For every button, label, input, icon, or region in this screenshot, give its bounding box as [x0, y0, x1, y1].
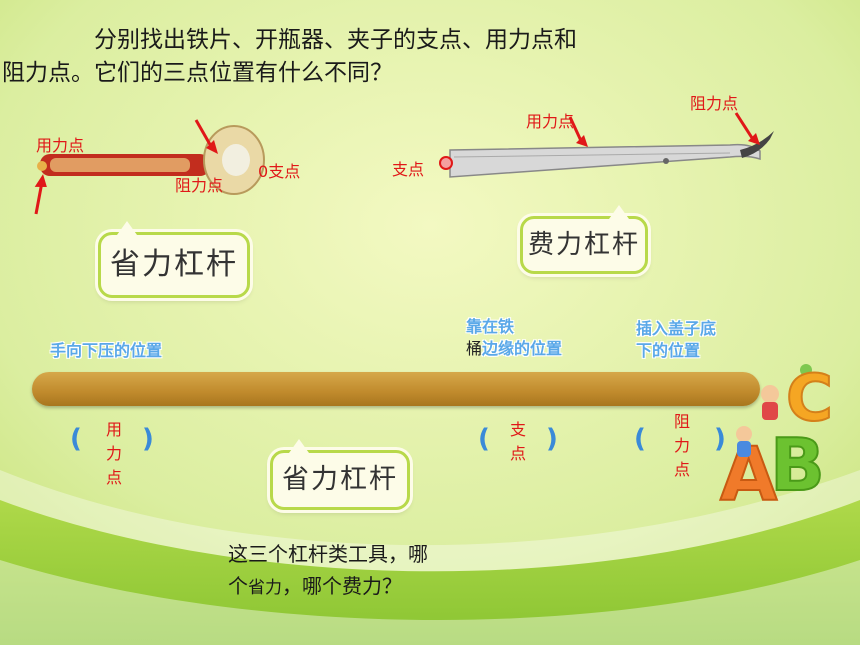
tweezers-resistance-label: 阻力点: [690, 94, 739, 113]
opener-fulcrum-label: 0支点: [258, 162, 301, 181]
abc-letters-decoration: C A B: [719, 361, 834, 510]
slot-2-close-paren: ): [546, 424, 558, 454]
opener-resistance-label: 阻力点: [175, 176, 224, 195]
fulcrum-mark: 0: [258, 162, 269, 181]
hand-position-label: 手向下压的位置: [50, 341, 163, 360]
bottom-question: 这三个杠杆类工具，哪 个省力，哪个费力？: [228, 542, 428, 598]
slot-2-answer: 支 点: [509, 420, 526, 463]
opener-type-tag: 省力杠杆: [98, 221, 250, 298]
bottle-opener-image: [34, 119, 265, 215]
question-line-2: 阻力点。它们的三点位置有什么不同？: [2, 60, 393, 86]
edge-position-label: 靠在铁 桶边缘的位置: [466, 317, 563, 358]
slot-1-close-paren: ): [142, 424, 154, 454]
lid-position-label: 插入盖子底 下的位置: [636, 319, 717, 360]
lever-type-tag: 省力杠杆: [270, 439, 410, 510]
question-text: 分别找出铁片、开瓶器、夹子的支点、用力点和 阻力点。它们的三点位置有什么不同？: [2, 24, 748, 90]
tweezers-fulcrum-label: 支点: [392, 160, 425, 179]
question-line-1: 分别找出铁片、开瓶器、夹子的支点、用力点和: [94, 27, 577, 53]
opener-effort-label: 用力点: [36, 136, 85, 155]
slot-1-answer: 用 力 点: [105, 420, 122, 487]
slot-3-open-paren: (: [634, 424, 646, 454]
letter-c: C: [786, 362, 833, 436]
tweezers-image: [439, 112, 774, 178]
tweezers-effort-label: 用力点: [526, 112, 575, 131]
lever-bar: [32, 372, 760, 406]
slot-1-open-paren: (: [70, 424, 82, 454]
slot-3-close-paren: ): [714, 424, 726, 454]
slot-3-answer: 阻 力 点: [673, 412, 690, 479]
letter-b: B: [770, 423, 825, 507]
bottom-question-line-1: 这三个杠杆类工具，哪: [228, 542, 428, 566]
slot-2-open-paren: (: [478, 424, 490, 454]
tweezers-type-tag: 费力杠杆: [520, 205, 648, 274]
